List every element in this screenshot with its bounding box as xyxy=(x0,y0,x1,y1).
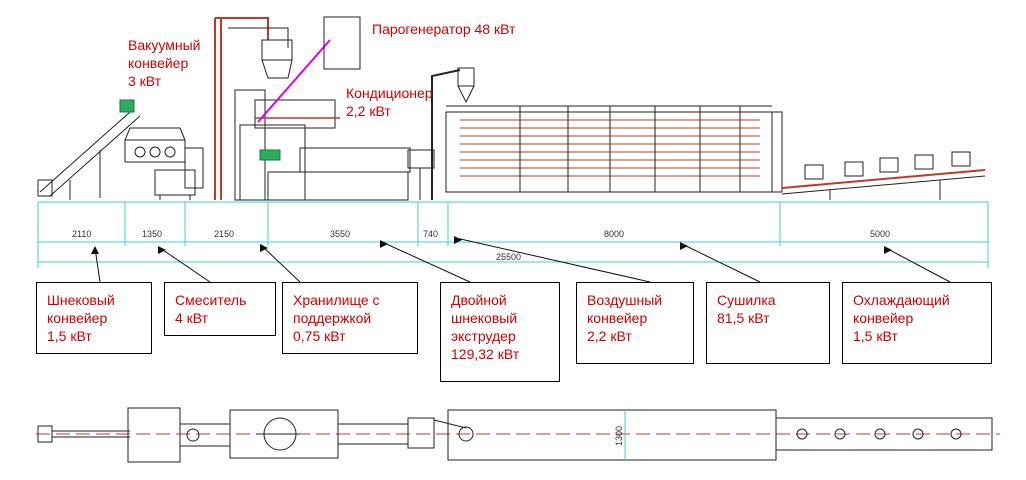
callout-line: конвейер xyxy=(853,310,914,326)
dryer-drawing xyxy=(445,105,783,193)
dimension-segment-4: 3550 xyxy=(330,229,350,239)
cooling-conveyor-drawing xyxy=(781,151,986,200)
callout-line: 2,2 кВт xyxy=(587,328,632,344)
dimension-segment-2: 1350 xyxy=(142,229,162,239)
mixer-drawing xyxy=(124,127,204,200)
callout-line: шнековый xyxy=(451,310,518,326)
callout-line: 0,75 кВт xyxy=(293,328,346,344)
plan-view-drawing xyxy=(36,407,1000,463)
callout-extruder: Двойной шнековый экструдер 129,32 кВт xyxy=(440,282,560,382)
callout-line: Охлаждающий xyxy=(853,292,950,308)
dimension-total: 25500 xyxy=(496,252,521,262)
callout-line: экструдер xyxy=(451,328,516,344)
callout-line: поддержкой xyxy=(293,310,372,326)
screw-conveyor-drawing xyxy=(37,99,141,200)
storage-drawing xyxy=(214,17,293,200)
vacuum-conveyor-label-2: конвейер xyxy=(128,55,188,71)
callout-dryer: Сушилка 81,5 кВт xyxy=(706,282,830,364)
callout-line: Воздушный xyxy=(587,292,663,308)
dimension-segment-6: 8000 xyxy=(604,229,624,239)
callout-line: 1,5 кВт xyxy=(47,328,92,344)
conditioner-label-1: Кондиционер xyxy=(346,85,433,101)
callout-line: конвейер xyxy=(587,310,648,326)
steam-generator-label: Парогенератор 48 кВт xyxy=(372,21,516,37)
conditioner-label-2: 2,2 кВт xyxy=(346,103,391,119)
dimension-segment-5: 740 xyxy=(423,229,438,239)
dimension-segment-7: 5000 xyxy=(870,229,890,239)
callout-line: Двойной xyxy=(451,292,507,308)
extruder-drawing xyxy=(234,16,435,201)
callout-screw-conveyor: Шнековый конвейер 1,5 кВт xyxy=(36,282,152,354)
callout-line: Хранилище с xyxy=(293,292,380,308)
callout-line: Сушилка xyxy=(717,292,776,308)
callout-line: конвейер xyxy=(47,310,108,326)
callout-arrows xyxy=(94,237,951,283)
callout-line: 4 кВт xyxy=(175,310,209,326)
callout-air-conveyor: Воздушный конвейер 2,2 кВт xyxy=(576,282,694,364)
callout-line: Шнековый xyxy=(47,292,115,308)
callout-line: Смеситель xyxy=(175,292,247,308)
vacuum-conveyor-label-1: Вакуумный xyxy=(128,37,201,53)
callout-mixer: Смеситель 4 кВт xyxy=(164,282,276,336)
air-conveyor-drawing xyxy=(431,67,475,200)
callout-line: 81,5 кВт xyxy=(717,310,770,326)
dimension-segment-1: 2110 xyxy=(72,229,91,239)
callout-line: 1,5 кВт xyxy=(853,328,898,344)
dimension-lines xyxy=(37,201,989,268)
callout-storage: Хранилище с поддержкой 0,75 кВт xyxy=(282,282,418,354)
callout-line: 129,32 кВт xyxy=(451,346,520,362)
vacuum-conveyor-label-3: 3 кВт xyxy=(128,73,162,89)
dimension-segment-3: 2150 xyxy=(214,229,234,239)
callout-cooling-conveyor: Охлаждающий конвейер 1,5 кВт xyxy=(842,282,992,364)
dimension-plan-width: 1300 xyxy=(614,426,624,446)
